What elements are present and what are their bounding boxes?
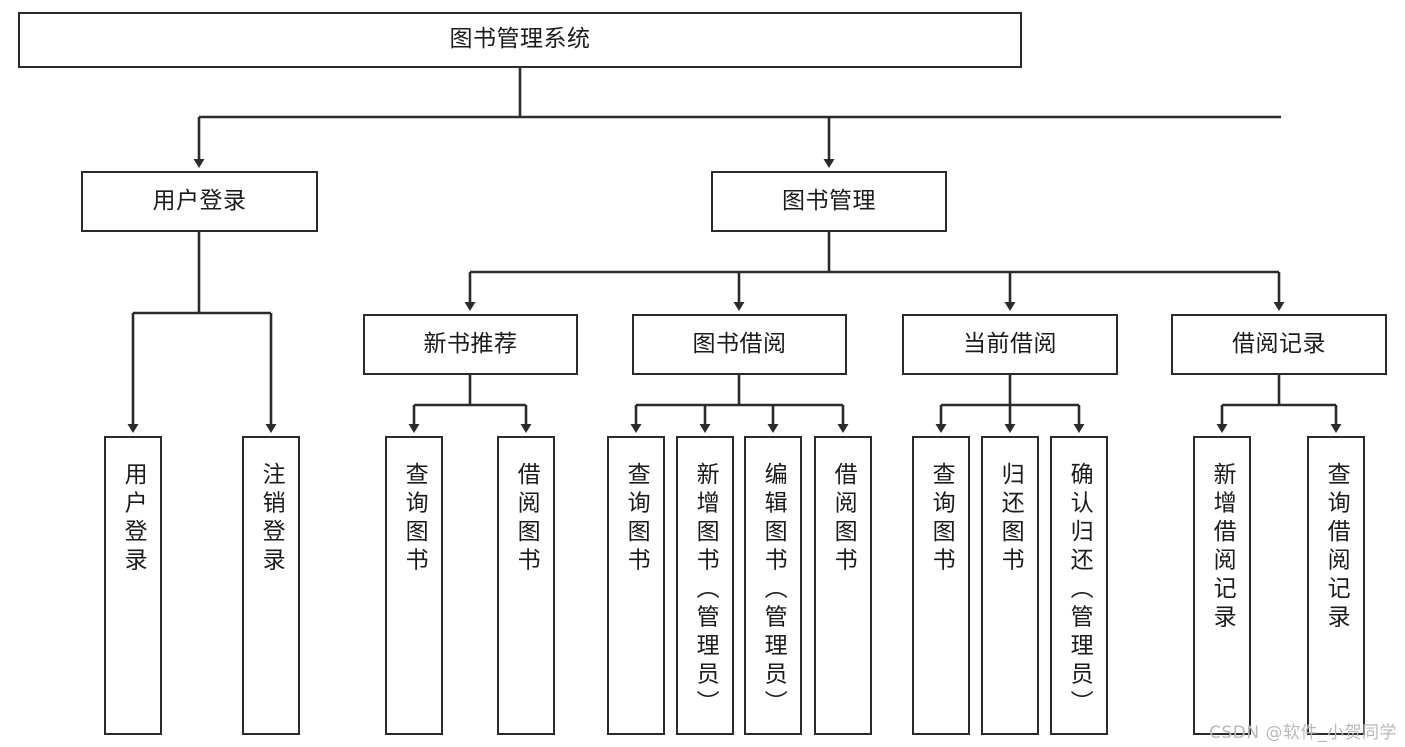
node-label: 图书借阅 [692,330,787,357]
node-label: 查询图书 [928,462,955,576]
node-label: 编辑图书（管理员） [760,462,787,719]
leaf-user-login-login[interactable]: 用户登录 [104,436,162,735]
node-label: 查询借阅记录 [1323,462,1350,633]
leaf-new-book-borrow[interactable]: 借阅图书 [497,436,555,735]
node-current-borrow[interactable]: 当前借阅 [902,314,1118,375]
leaf-borrow-record-add[interactable]: 新增借阅记录 [1193,436,1251,735]
node-root-system[interactable]: 图书管理系统 [18,12,1022,68]
leaf-book-borrow-edit[interactable]: 编辑图书（管理员） [744,436,802,735]
node-label: 用户登录 [152,187,247,214]
leaf-current-borrow-return[interactable]: 归还图书 [981,436,1039,735]
node-user-login[interactable]: 用户登录 [81,171,318,232]
node-book-borrow[interactable]: 图书借阅 [632,314,847,375]
node-label: 借阅图书 [513,462,540,576]
node-label: 新增借阅记录 [1209,462,1236,633]
leaf-borrow-record-query[interactable]: 查询借阅记录 [1307,436,1365,735]
node-label: 图书管理系统 [449,26,591,53]
leaf-user-login-logout[interactable]: 注销登录 [242,436,300,735]
node-label: 用户登录 [120,462,147,576]
node-borrow-record[interactable]: 借阅记录 [1171,314,1387,375]
leaf-book-borrow-add[interactable]: 新增图书（管理员） [676,436,734,735]
node-book-management[interactable]: 图书管理 [711,171,947,232]
node-label: 确认归还（管理员） [1066,462,1093,719]
node-label: 注销登录 [258,462,285,576]
leaf-current-borrow-query[interactable]: 查询图书 [912,436,970,735]
leaf-current-borrow-confirm-return[interactable]: 确认归还（管理员） [1050,436,1108,735]
node-label: 归还图书 [997,462,1024,576]
node-label: 查询图书 [401,462,428,576]
node-new-book-recommend[interactable]: 新书推荐 [363,314,578,375]
node-label: 借阅记录 [1232,330,1326,357]
node-label: 借阅图书 [830,462,857,576]
node-label: 查询图书 [623,462,650,576]
leaf-book-borrow-query[interactable]: 查询图书 [607,436,665,735]
node-label: 当前借阅 [963,330,1057,357]
leaf-book-borrow-borrow[interactable]: 借阅图书 [814,436,872,735]
csdn-watermark: CSDN @软件_小贺同学 [1209,723,1397,743]
node-label: 图书管理 [782,187,876,214]
node-label: 新增图书（管理员） [692,462,719,719]
leaf-new-book-query[interactable]: 查询图书 [385,436,443,735]
node-label: 新书推荐 [423,330,518,357]
